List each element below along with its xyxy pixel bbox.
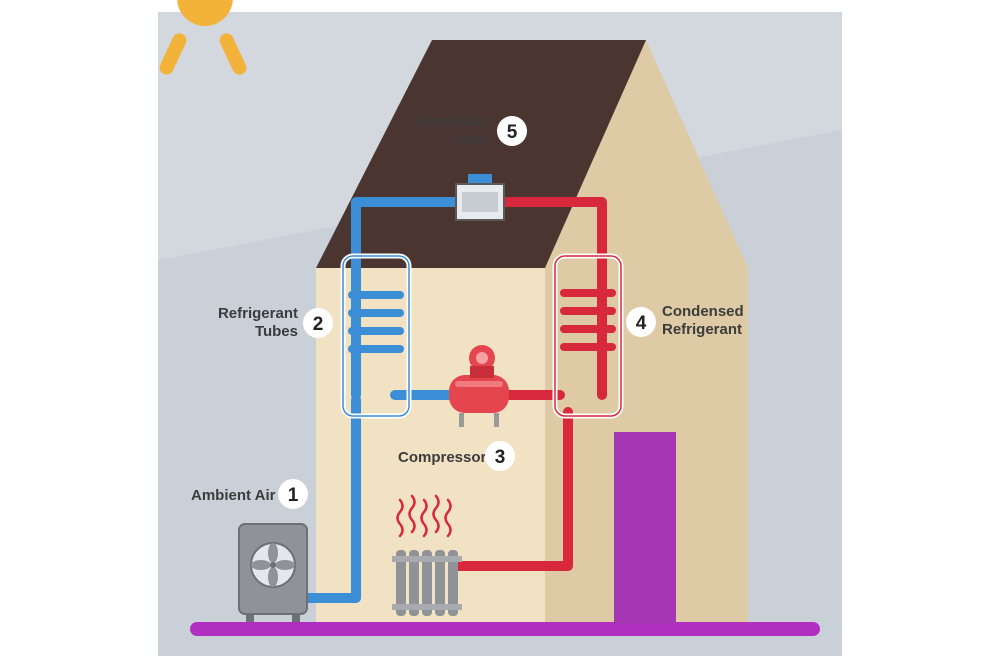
heat-waves-icon [396,494,452,538]
expansion-valve-icon [455,174,505,221]
outdoor-fan-unit-icon [238,523,308,622]
compressor-label: Compressor 3 [398,441,515,471]
expansion-valve-label: Expansion Valve 5 [414,113,527,148]
roof [316,40,646,268]
compressor-icon [449,345,509,427]
svg-text:Ambient Air: Ambient Air [191,487,276,504]
sun-icon [159,0,247,75]
ambient-air-label: Ambient Air 1 [191,479,308,509]
refrigerant-tubes-label: Refrigerant Tubes 2 [218,305,333,340]
radiator-icon [392,550,462,616]
svg-text:4: 4 [636,313,647,334]
svg-text:3: 3 [495,447,506,468]
svg-text:1: 1 [288,485,299,506]
svg-text:Refrigerant: Refrigerant [662,321,742,338]
svg-text:Refrigerant: Refrigerant [218,305,298,322]
door [614,432,676,624]
svg-text:Compressor: Compressor [398,449,487,466]
svg-text:Valve: Valve [452,131,490,148]
svg-text:5: 5 [507,122,518,143]
svg-text:Expansion: Expansion [414,113,490,130]
svg-text:Tubes: Tubes [255,323,298,340]
ground [190,622,820,636]
svg-text:2: 2 [313,314,324,335]
condensed-refrigerant-label: 4 Condensed Refrigerant [626,303,744,338]
svg-text:Condensed: Condensed [662,303,744,320]
